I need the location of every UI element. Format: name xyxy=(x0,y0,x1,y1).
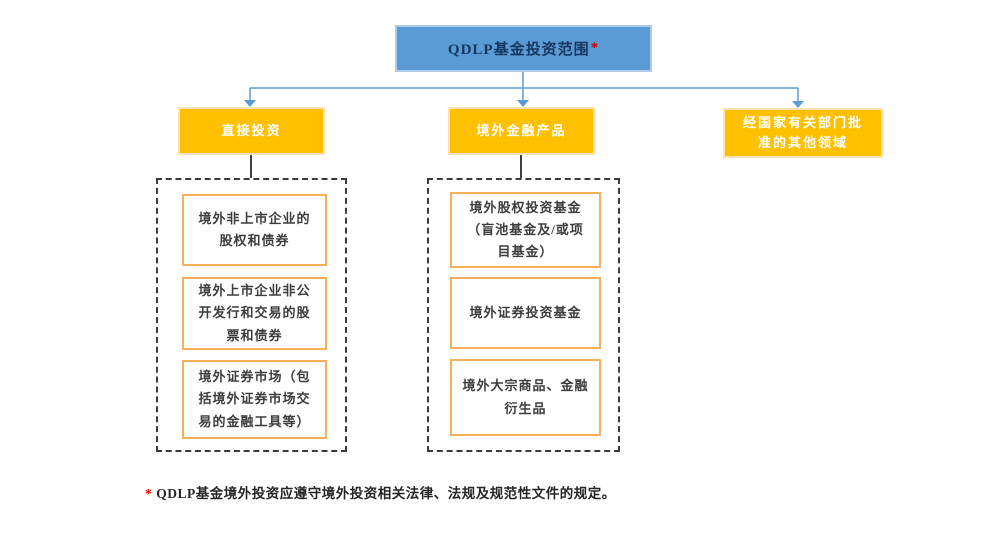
group-financial-product-items: 境外股权投资基金（盲池基金及/或项目基金） 境外证券投资基金 境外大宗商品、金融… xyxy=(427,178,620,452)
branch-other-approved-fields: 经国家有关部门批准的其他领域 xyxy=(723,108,883,158)
root-node: QDLP基金投资范围* xyxy=(395,25,652,72)
leaf-label: 境外非上市企业的股权和债券 xyxy=(198,210,311,248)
leaf-securities-investment-funds: 境外证券投资基金 xyxy=(450,277,601,349)
footnote: *QDLP基金境外投资应遵守境外投资相关法律、法规及规范性文件的规定。 xyxy=(145,482,616,502)
leaf-label: 境外大宗商品、金融衍生品 xyxy=(462,378,589,416)
footnote-marker: * xyxy=(145,486,153,501)
branch-label: 直接投资 xyxy=(221,122,282,138)
branch-label: 境外金融产品 xyxy=(476,122,567,138)
root-footnote-marker: * xyxy=(590,40,600,56)
leaf-unlisted-equity-bonds: 境外非上市企业的股权和债券 xyxy=(182,194,327,266)
leaf-label: 境外股权投资基金（盲池基金及/或项目基金） xyxy=(467,199,584,260)
arrowhead-left xyxy=(244,100,256,107)
leaf-overseas-securities-market: 境外证券市场（包括境外证券市场交易的金融工具等） xyxy=(182,360,327,439)
footnote-text: QDLP基金境外投资应遵守境外投资相关法律、法规及规范性文件的规定。 xyxy=(156,486,616,501)
leaf-equity-investment-funds: 境外股权投资基金（盲池基金及/或项目基金） xyxy=(450,192,601,268)
branch-label: 经国家有关部门批准的其他领域 xyxy=(742,114,863,150)
leaf-listed-private-placement: 境外上市企业非公开发行和交易的股票和债券 xyxy=(182,277,327,350)
leaf-label: 境外证券市场（包括境外证券市场交易的金融工具等） xyxy=(198,369,311,429)
branch-direct-investment: 直接投资 xyxy=(178,107,325,155)
leaf-label: 境外证券投资基金 xyxy=(469,304,582,320)
branch-overseas-financial-products: 境外金融产品 xyxy=(448,107,595,155)
arrowhead-middle xyxy=(517,100,529,107)
root-title: QDLP基金投资范围 xyxy=(447,42,590,58)
leaf-label: 境外上市企业非公开发行和交易的股票和债券 xyxy=(198,283,311,343)
arrowhead-right xyxy=(792,101,804,108)
leaf-commodities-derivatives: 境外大宗商品、金融衍生品 xyxy=(450,359,601,436)
group-direct-investment-items: 境外非上市企业的股权和债券 境外上市企业非公开发行和交易的股票和债券 境外证券市… xyxy=(156,178,347,452)
